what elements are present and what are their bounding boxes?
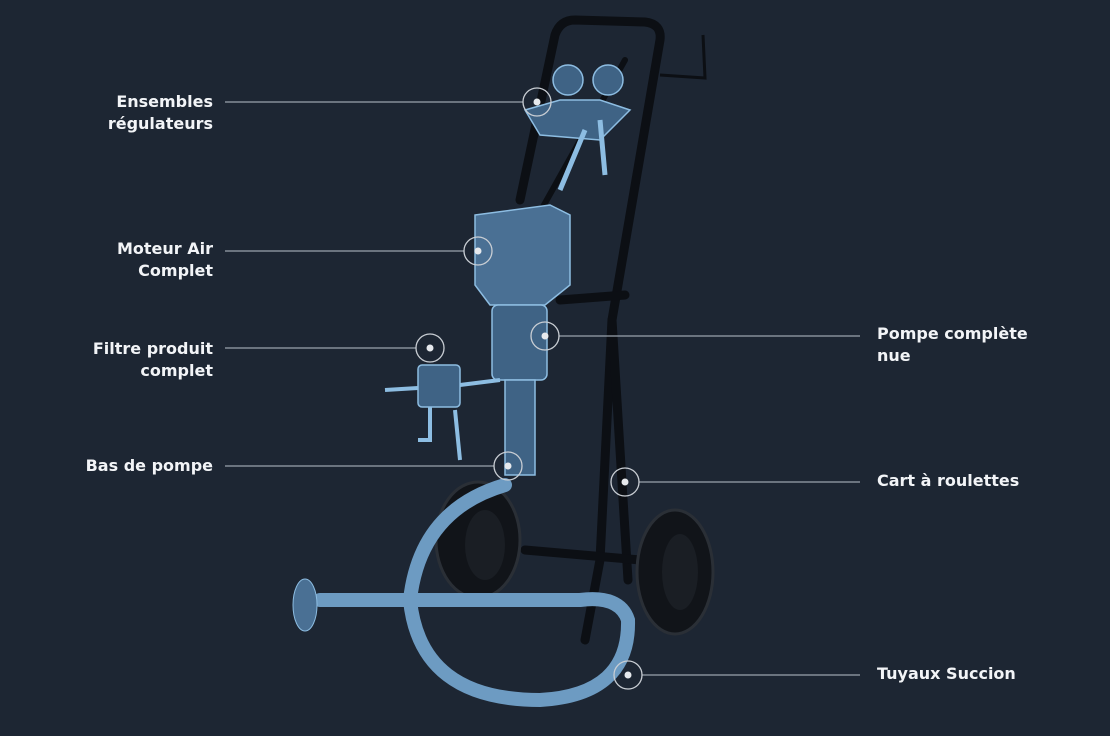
- label-line: Ensembles: [116, 92, 213, 111]
- hotspot-markers: [415, 87, 643, 690]
- label-pompe-complete[interactable]: Pompe complète nue: [877, 323, 1028, 367]
- label-line: régulateurs: [107, 114, 213, 133]
- suction-hose: [313, 478, 636, 708]
- wheel-right: [635, 508, 715, 636]
- label-tuyaux-succion[interactable]: Tuyaux Succion: [877, 663, 1016, 685]
- label-line: complet: [140, 361, 213, 380]
- label-moteur-air[interactable]: Moteur Air Complet: [117, 238, 213, 282]
- label-line: Pompe complète: [877, 324, 1028, 343]
- label-line: Tuyaux Succion: [877, 664, 1016, 683]
- label-cart-roulettes[interactable]: Cart à roulettes: [877, 470, 1019, 492]
- label-filtre-produit[interactable]: Filtre produit complet: [93, 338, 213, 382]
- pump-components: [384, 64, 632, 476]
- label-line: Complet: [138, 261, 213, 280]
- leader-lines: [225, 101, 860, 676]
- label-line: nue: [877, 346, 911, 365]
- label-line: Filtre produit: [92, 339, 213, 358]
- label-line: Moteur Air: [116, 239, 213, 258]
- label-line: Bas de pompe: [85, 456, 213, 475]
- label-ensembles-regulateurs[interactable]: Ensembles régulateurs: [108, 91, 213, 135]
- label-bas-de-pompe[interactable]: Bas de pompe: [86, 455, 213, 477]
- label-line: Cart à roulettes: [877, 471, 1020, 490]
